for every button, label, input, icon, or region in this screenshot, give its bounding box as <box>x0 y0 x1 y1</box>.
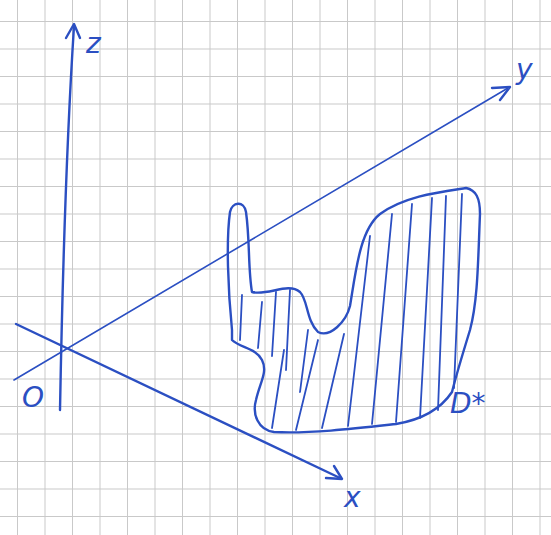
origin-label: O <box>22 384 44 412</box>
x-arrowhead <box>326 466 342 479</box>
y-axis <box>14 88 508 380</box>
axis-label: y <box>516 56 533 84</box>
hatching <box>240 194 462 430</box>
x-axis <box>16 324 340 478</box>
region-outline <box>228 188 480 432</box>
axis-label: x <box>344 484 361 512</box>
y-arrowhead <box>492 87 510 100</box>
axis-label: z <box>86 30 101 58</box>
z-arrowhead <box>66 24 80 38</box>
region-label: D* <box>450 390 486 418</box>
